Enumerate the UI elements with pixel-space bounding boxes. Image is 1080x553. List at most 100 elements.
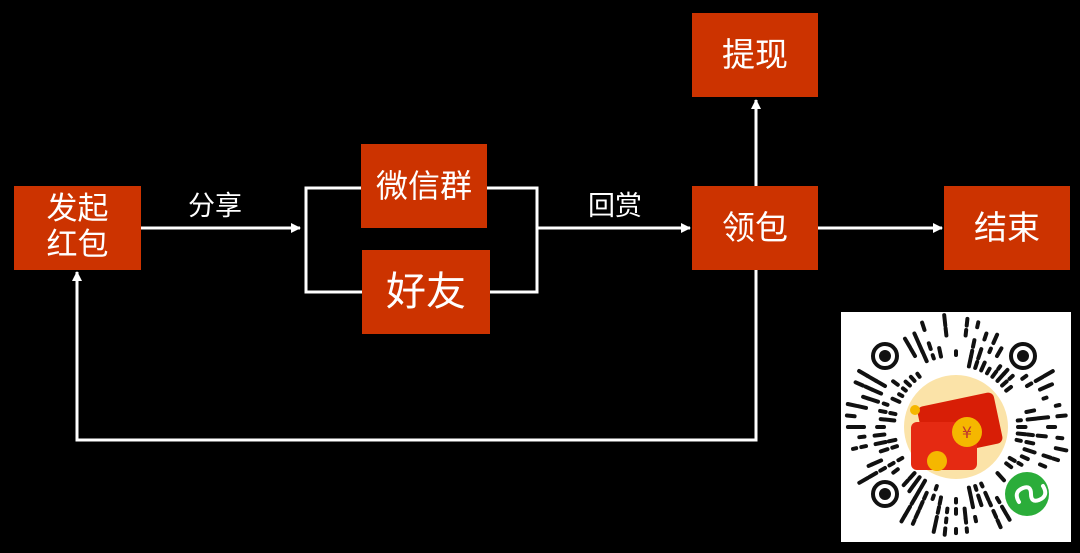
qr-dash [1007, 456, 1017, 463]
qr-dash [1025, 381, 1034, 388]
qr-dash [943, 326, 949, 338]
qr-dash [933, 515, 939, 528]
qr-dash [979, 481, 985, 489]
qr-dash [983, 490, 991, 502]
qr-dash [1014, 437, 1023, 443]
qr-dash [933, 484, 939, 492]
qr-dash [863, 384, 874, 392]
qr-dash [903, 379, 912, 388]
mini-program-code-icon: ¥ [841, 312, 1071, 542]
qr-dash [1055, 413, 1068, 419]
coin-large [952, 417, 982, 447]
qr-dash [976, 347, 984, 361]
qr-dash [991, 509, 999, 520]
qr-dash [1016, 461, 1024, 467]
qr-dash [985, 366, 992, 376]
qr-dash [853, 380, 865, 388]
qr-dash [907, 471, 917, 481]
qr-dash [1000, 504, 1009, 516]
qr-dash [991, 332, 1000, 345]
mini-program-badge-icon [1005, 472, 1049, 516]
qr-dash [909, 496, 917, 506]
node-withdraw: 提现 [692, 13, 818, 97]
qr-dash [975, 320, 981, 330]
qr-dash [937, 495, 943, 506]
qr-dash [979, 360, 987, 373]
node-friend: 好友 [362, 250, 490, 334]
qr-dash [1020, 373, 1029, 381]
qr-dash [915, 371, 922, 379]
qr-dash [917, 499, 925, 511]
qr-dash [990, 369, 999, 379]
qr-dash [1019, 454, 1030, 461]
qr-dash [896, 456, 905, 463]
node-receive-packet: 领包 [692, 186, 818, 270]
qr-dash [1004, 385, 1013, 393]
coin-large-glyph: ¥ [962, 423, 972, 442]
qr-dash [976, 493, 984, 508]
qr-dash [866, 462, 874, 468]
qr-dash [851, 446, 859, 451]
qr-dash [918, 478, 927, 490]
node-end: 结束 [944, 186, 1070, 270]
qr-dash [995, 346, 1004, 358]
qr-dash [964, 316, 970, 328]
qr-dash [1002, 367, 1010, 376]
qr-dash [1000, 379, 1009, 388]
qr-dash [908, 346, 917, 358]
label-share: 分享 [188, 191, 242, 222]
split-bracket [304, 186, 362, 294]
qr-dash [963, 516, 969, 525]
qr-dash [844, 413, 857, 419]
qr-dash [888, 411, 898, 417]
qr-dash [1005, 513, 1012, 522]
qr-dash [995, 371, 1006, 383]
qr-dash [973, 515, 978, 524]
qr-dash [935, 505, 941, 515]
qr-dash [995, 496, 1002, 505]
qr-dash [859, 444, 868, 450]
qr-dash [969, 348, 975, 359]
node-launch-red-packet: 发起 红包 [14, 186, 141, 270]
qr-dash [1025, 416, 1039, 422]
qr-dash [912, 475, 922, 487]
merge-bracket [487, 186, 539, 294]
qr-dash [1038, 462, 1048, 469]
qr-dash [982, 331, 989, 342]
qr-dash [995, 518, 1003, 530]
qr-dash [857, 476, 870, 485]
qr-dash [1041, 395, 1049, 401]
qr-dash [886, 437, 898, 444]
qr-dash [1024, 408, 1037, 414]
qr-dash [917, 341, 925, 355]
qr-dash [969, 495, 975, 510]
qr-dash [1041, 453, 1053, 460]
qr-dash [926, 341, 933, 351]
qr-dash [1055, 435, 1065, 441]
qr-dash [872, 432, 887, 438]
qr-dash [881, 401, 890, 407]
qr-dash [857, 369, 870, 378]
qr-dash [907, 483, 916, 494]
qr-dash [1053, 446, 1069, 453]
qr-dash [901, 478, 910, 488]
qr-dash [897, 392, 905, 398]
qr-dash [883, 417, 897, 423]
qr-dash [1035, 433, 1048, 439]
qr-dash [922, 490, 929, 501]
qr-dash [890, 444, 899, 450]
qr-dash [908, 374, 917, 383]
loop-back-arrow [72, 270, 758, 442]
qr-dash [1047, 382, 1054, 388]
qr-dash [920, 320, 927, 332]
qr-dash [973, 484, 979, 492]
finder-marks [871, 342, 1037, 508]
qr-dash [903, 336, 912, 350]
qr-dash [930, 353, 936, 361]
qr-dash [856, 404, 868, 410]
qr-dash [845, 402, 859, 408]
qr-dash [1022, 447, 1037, 455]
qr-dash [1025, 432, 1035, 438]
